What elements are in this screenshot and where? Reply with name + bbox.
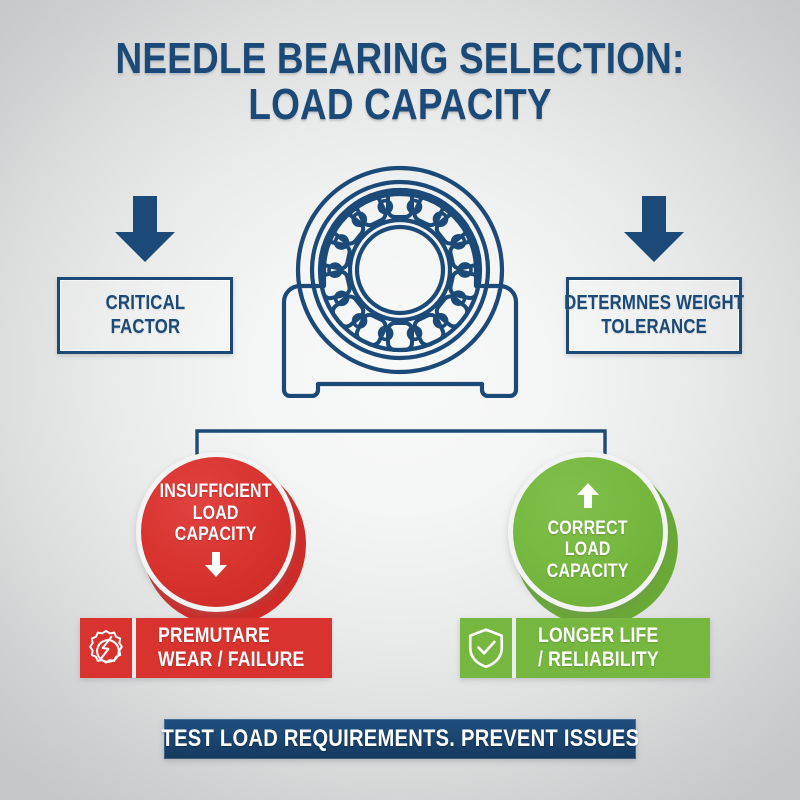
arrow-up-icon — [575, 482, 601, 513]
result-banner-premature-wear-failure: PREMUTARE WEAR / FAILURE — [80, 618, 333, 678]
attribute-line-1: CRITICAL — [105, 292, 185, 315]
attribute-box-determines-weight-tolerance: DETERMNES WEIGHT TOLERANCE — [563, 277, 745, 354]
circle-face: INSUFFICIENT LOAD CAPACITY — [141, 457, 291, 607]
footer-banner: TEST LOAD REQUIREMENTS. PREVENT ISSUES — [161, 719, 639, 759]
outcome-line-1: CORRECT — [547, 517, 629, 539]
banner-label: PREMUTARE WEAR / FAILURE — [136, 618, 333, 678]
page-title: NEEDLE BEARING SELECTION: LOAD CAPACITY — [64, 36, 736, 128]
broken-gear-icon — [80, 618, 132, 678]
result-line-2: WEAR / FAILURE — [158, 648, 305, 671]
footer-text: TEST LOAD REQUIREMENTS. PREVENT ISSUES — [161, 725, 639, 752]
outcome-line-2: LOAD — [193, 502, 239, 524]
arrow-down-icon — [622, 196, 686, 269]
result-line-2: / RELIABILITY — [538, 648, 659, 671]
circle-face: CORRECT LOAD CAPACITY — [513, 457, 663, 607]
shield-check-icon — [460, 618, 512, 678]
banner-divider — [512, 618, 516, 678]
arrow-down-icon — [113, 196, 177, 269]
outcome-line-1: INSUFFICIENT — [160, 481, 272, 503]
result-line-1: PREMUTARE — [158, 623, 270, 647]
banner-label: LONGER LIFE / RELIABILITY — [516, 618, 710, 678]
attribute-line-2: TOLERANCE — [601, 315, 707, 338]
outcome-circle-insufficient-load-capacity: INSUFFICIENT LOAD CAPACITY — [136, 452, 312, 628]
attribute-box-critical-factor: CRITICAL FACTOR — [57, 277, 233, 354]
title-line-2: LOAD CAPACITY — [248, 79, 552, 129]
result-banner-longer-life-reliability: LONGER LIFE / RELIABILITY — [460, 618, 710, 678]
banner-divider — [132, 618, 136, 678]
outcome-line-3: CAPACITY — [175, 524, 257, 546]
circle-white-gap: CORRECT LOAD CAPACITY — [508, 452, 668, 612]
attribute-line-1: DETERMNES WEIGHT — [563, 292, 745, 315]
result-line-1: LONGER LIFE — [538, 623, 659, 647]
attribute-line-2: FACTOR — [110, 315, 180, 338]
circle-white-gap: INSUFFICIENT LOAD CAPACITY — [136, 452, 296, 612]
outcome-circle-correct-load-capacity: CORRECT LOAD CAPACITY — [508, 452, 684, 628]
outcome-line-2: LOAD — [565, 539, 611, 561]
title-line-1: NEEDLE BEARING SELECTION: — [115, 34, 685, 83]
outcome-line-3: CAPACITY — [547, 560, 629, 582]
arrow-down-icon — [203, 551, 229, 583]
bracket-connector — [195, 428, 607, 465]
needle-bearing-icon — [262, 152, 538, 403]
